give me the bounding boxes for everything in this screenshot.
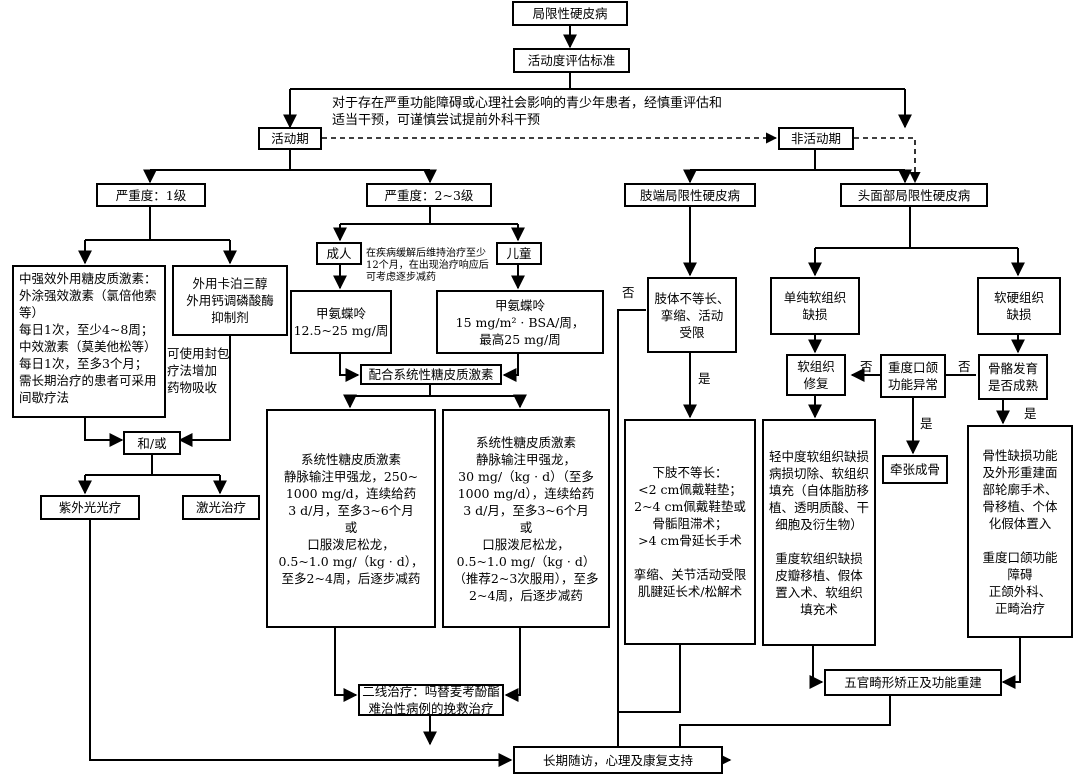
headface-scleroderma-node: 头面部局限性硬皮病 <box>840 183 988 207</box>
calcipotriol-node: 外用卡泊三醇 外用钙调磷酸酶 抑制剂 <box>172 265 288 336</box>
severity-2-3-node: 严重度：2~3级 <box>366 183 492 207</box>
and-or-node: 和/或 <box>123 431 181 455</box>
mtx-adult-node: 甲氨蝶呤 12.5~25 mg/周 <box>290 290 392 354</box>
limb-scleroderma-node: 肢端局限性硬皮病 <box>624 183 756 207</box>
followup-node: 长期随访，心理及康复支持 <box>513 746 723 774</box>
jaw-yes-label: 是 <box>920 416 933 431</box>
mtx-child-node: 甲氨蝶呤 15 mg/m² · BSA/周， 最高25 mg/周 <box>436 290 604 354</box>
limb-treatment-node: 下肢不等长： <2 cm佩戴鞋垫； 2~4 cm佩戴鞋垫或 骨骺阻滞术； >4 … <box>624 419 756 645</box>
jaw-dysfunction-node: 重度口颌 功能异常 <box>880 354 946 398</box>
systemic-steroid-adult-node: 系统性糖皮质激素 静脉输注甲强龙，250~ 1000 mg/d，连续给药 3 d… <box>266 409 436 628</box>
combine-steroid-node: 配合系统性糖皮质激素 <box>360 364 502 385</box>
uv-phototherapy-node: 紫外光光疗 <box>40 495 140 520</box>
child-node: 儿童 <box>496 242 542 265</box>
inactive-phase-node: 非活动期 <box>778 127 854 150</box>
bone-no-label: 否 <box>958 359 971 374</box>
limb-yes-label: 是 <box>698 371 711 386</box>
soft-hard-tissue-node: 软硬组织 缺损 <box>977 277 1061 335</box>
bone-treatment-node: 骨性缺损功能 及外形重建面 部轮廓手术、 骨移植、个体 化假体置入 重度口颌功能… <box>967 425 1073 638</box>
limb-question-node: 肢体不等长、 挛缩、活动 受限 <box>647 277 737 353</box>
severity-1-node: 严重度：1级 <box>96 183 206 207</box>
active-phase-node: 活动期 <box>258 127 322 150</box>
distraction-osteogenesis-node: 牵张成骨 <box>882 455 948 484</box>
child-maintenance-note: 在疾病缓解后维持治疗至少 12个月，在出现治疗响应后 可考虑逐步减药 <box>366 248 489 283</box>
topical-steroid-node: 中强效外用糖皮质激素： 外涂强效激素（氯倍他索等） 每日1次，至少4~8周； 中… <box>12 265 166 418</box>
facial-reconstruction-node: 五官畸形矫正及功能重建 <box>824 669 1002 696</box>
adult-node: 成人 <box>316 242 362 265</box>
occlusive-therapy-note: 可使用封包 疗法增加 药物吸收 <box>167 346 230 395</box>
root-node: 局限性硬皮病 <box>512 1 628 26</box>
bone-yes-label: 是 <box>1024 406 1037 421</box>
second-line-node: 二线治疗：吗替麦考酚酯 难治性病例的挽救治疗 <box>358 684 504 716</box>
laser-therapy-node: 激光治疗 <box>182 495 260 520</box>
systemic-steroid-child-node: 系统性糖皮质激素 静脉输注甲强龙， 30 mg/（kg · d）（至多 1000… <box>442 409 610 628</box>
soft-tissue-treatment-node: 轻中度软组织缺损 病损切除、软组织 填充（自体脂肪移 植、透明质酸、干 细胞及衍… <box>762 419 876 646</box>
limb-no-label: 否 <box>622 285 635 300</box>
soft-tissue-repair-node: 软组织 修复 <box>786 354 846 396</box>
bone-maturity-node: 骨骼发育 是否成熟 <box>978 354 1048 400</box>
adolescent-surgery-note: 对于存在严重功能障碍或心理社会影响的青少年患者，经慎重评估和 适当干预，可谨慎尝… <box>332 96 723 128</box>
soft-tissue-only-node: 单纯软组织 缺损 <box>770 277 860 335</box>
jaw-no-label: 否 <box>860 359 873 374</box>
activity-criteria-node: 活动度评估标准 <box>513 48 630 73</box>
